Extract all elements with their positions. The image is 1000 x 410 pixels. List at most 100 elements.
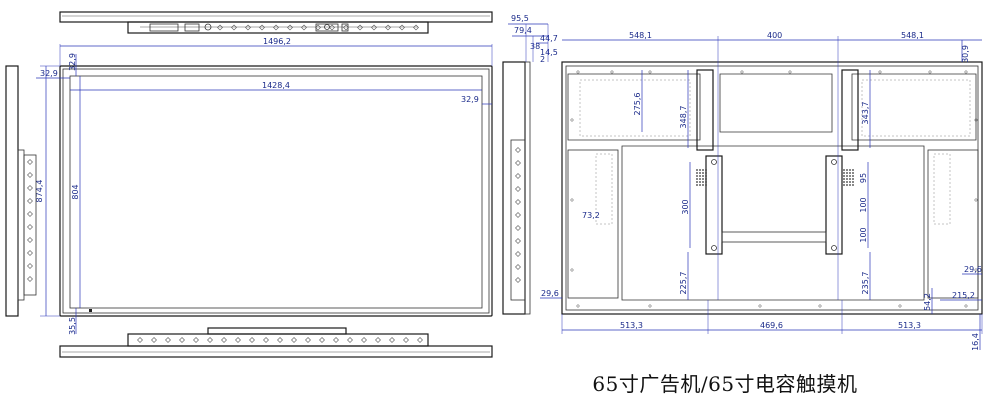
vent-mark — [301, 24, 307, 31]
speaker-hole — [705, 181, 707, 183]
speaker-hole — [696, 181, 698, 183]
vent-mark — [137, 337, 143, 343]
rear-bottom-right-label: 513,3 — [898, 321, 921, 330]
screw-hole — [648, 304, 652, 308]
speaker-hole — [852, 178, 854, 180]
speaker-hole — [849, 175, 851, 177]
rear-top-margin-label: 30,9 — [961, 45, 970, 63]
speaker-hole — [699, 178, 701, 180]
speaker-hole — [852, 172, 854, 174]
rear-vesa-h-label: 300 — [681, 199, 690, 214]
vent-mark — [357, 24, 363, 31]
vent-mark — [151, 337, 157, 343]
speaker-hole — [702, 172, 704, 174]
vent-mark — [27, 185, 33, 191]
vent-mark — [27, 250, 33, 256]
screw-hole — [818, 304, 822, 308]
speaker-hole — [696, 178, 698, 180]
speaker-hole — [696, 175, 698, 177]
rear-left-offset-label: 29,6 — [541, 289, 559, 298]
speaker-hole — [696, 169, 698, 171]
screw-hole — [964, 70, 968, 74]
vent-mark — [27, 198, 33, 204]
speaker-hole — [699, 184, 701, 186]
side-view: 95,5 79,4 44,7 38 14,5 2 — [502, 14, 558, 315]
speaker-hole — [699, 181, 701, 183]
front-screen-height-label: 804 — [71, 184, 80, 199]
speaker-hole — [705, 184, 707, 186]
vent-mark — [389, 337, 395, 343]
rear-v-right-label: 343,7 — [861, 102, 870, 125]
vent-mark — [27, 276, 33, 282]
rear-vesa-v3-label: 100 — [859, 227, 868, 242]
vent-mark — [413, 24, 419, 31]
speaker-hole — [696, 172, 698, 174]
vent-mark — [361, 337, 367, 343]
rear-top-left-label: 548,1 — [629, 31, 652, 40]
rear-vesa-v1-label: 95 — [859, 173, 868, 183]
rear-top-right-label: 548,1 — [901, 31, 924, 40]
screw-hole — [928, 70, 932, 74]
speaker-hole — [843, 178, 845, 180]
front-bezel-top-label: 32,9 — [68, 53, 77, 71]
rear-vesa-v2-label: 100 — [859, 197, 868, 212]
vent-mark — [27, 237, 33, 243]
speaker-hole — [843, 175, 845, 177]
vent-mark — [263, 337, 269, 343]
speaker-hole — [705, 172, 707, 174]
side-depth-total-label: 95,5 — [511, 14, 529, 23]
speaker-hole — [702, 184, 704, 186]
vent-mark — [27, 224, 33, 230]
speaker-hole — [702, 169, 704, 171]
vent-mark — [515, 199, 521, 205]
rear-v-mid-label: 348,7 — [679, 106, 688, 129]
side-depth-a-label: 79,4 — [514, 26, 532, 35]
front-bezel-right-label: 32,9 — [461, 95, 479, 104]
speaker-hole — [852, 184, 854, 186]
speaker-hole — [705, 178, 707, 180]
vent-mark — [27, 263, 33, 269]
vent-mark — [27, 159, 33, 165]
rear-left-side-label: 73,2 — [582, 211, 600, 220]
side-depth-d-label: 14,5 — [540, 48, 558, 57]
speaker-hole — [846, 178, 848, 180]
screw-hole — [648, 70, 652, 74]
vent-mark — [515, 160, 521, 166]
vent-mark — [291, 337, 297, 343]
speaker-hole — [843, 172, 845, 174]
speaker-hole — [705, 175, 707, 177]
speaker-hole — [849, 169, 851, 171]
drawing-caption: 65寸广告机/65寸电容触摸机 — [592, 372, 858, 396]
vent-mark — [385, 24, 391, 31]
speaker-hole — [846, 172, 848, 174]
vent-mark — [515, 173, 521, 179]
screw-hole — [610, 70, 614, 74]
vent-mark — [231, 24, 237, 31]
rear-right-offset-label: 29,6 — [964, 265, 982, 274]
front-screen-width-label: 1428,4 — [262, 81, 290, 90]
front-view: 1496,2 1428,4 32,9 32,9 32,9 874,4 804 3… — [35, 37, 493, 335]
vent-mark — [207, 337, 213, 343]
screw-hole — [974, 268, 978, 272]
speaker-hole — [843, 184, 845, 186]
side-depth-e-label: 2 — [540, 55, 545, 64]
speaker-hole — [699, 175, 701, 177]
screw-hole — [974, 118, 978, 122]
speaker-hole — [696, 184, 698, 186]
speaker-hole — [849, 184, 851, 186]
vent-mark — [347, 337, 353, 343]
front-overall-height-label: 874,4 — [35, 180, 44, 203]
front-bezel-left-label: 32,9 — [40, 69, 58, 78]
front-left-profile — [5, 65, 37, 317]
vent-mark — [515, 147, 521, 153]
speaker-hole — [849, 178, 851, 180]
speaker-hole — [705, 169, 707, 171]
speaker-hole — [843, 169, 845, 171]
screw-hole — [788, 70, 792, 74]
screw-hole — [758, 304, 762, 308]
vent-mark — [217, 24, 223, 31]
speaker-hole — [852, 181, 854, 183]
speaker-hole — [852, 175, 854, 177]
vent-mark — [417, 337, 423, 343]
rear-bottom-left-v-label: 225,7 — [679, 272, 688, 295]
